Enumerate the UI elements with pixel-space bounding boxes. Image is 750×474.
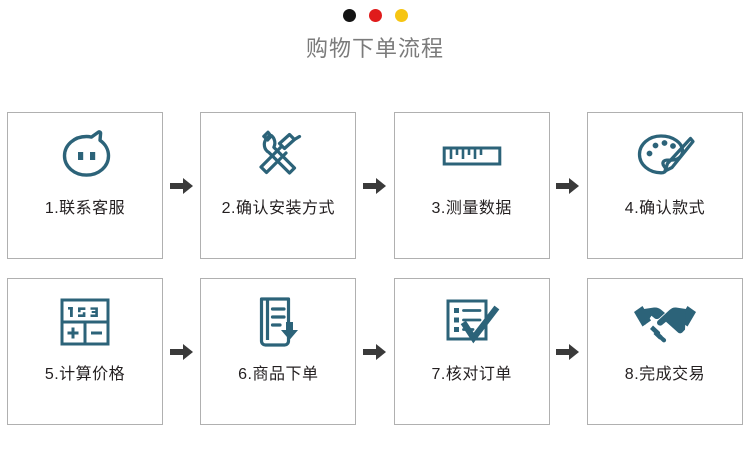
checklist-check-icon <box>395 279 549 365</box>
flow-arrow-3 <box>550 112 587 259</box>
wrench-hammer-icon <box>201 113 355 199</box>
document-download-icon <box>201 279 355 365</box>
chat-face-icon <box>8 113 162 199</box>
step-label-5: 5.计算价格 <box>44 366 126 383</box>
flow-diagram: 1.联系客服 2.确认安装方式 <box>7 112 743 444</box>
dot-indicator-group <box>0 6 750 24</box>
flow-row-2: 5.计算价格 6.商品下单 <box>7 278 743 425</box>
step-box-7[interactable]: 7.核对订单 <box>393 278 550 425</box>
handshake-icon <box>588 279 742 365</box>
step-label-1: 1.联系客服 <box>44 200 126 217</box>
step-box-2[interactable]: 2.确认安装方式 <box>200 112 357 259</box>
step-label-6: 6.商品下单 <box>238 366 319 383</box>
flow-arrow-1 <box>163 112 200 259</box>
step-box-1[interactable]: 1.联系客服 <box>7 112 163 259</box>
step-box-3[interactable]: 3.测量数据 <box>393 112 550 259</box>
flow-arrow-6 <box>550 278 587 425</box>
step-label-8: 8.完成交易 <box>624 366 706 383</box>
step-label-2: 2.确认安装方式 <box>221 200 335 217</box>
calculator-icon <box>8 279 162 365</box>
step-box-4[interactable]: 4.确认款式 <box>586 112 743 259</box>
dot-black <box>342 8 356 22</box>
dot-gold <box>394 8 408 22</box>
flow-arrow-4 <box>163 278 200 425</box>
dot-red <box>368 8 382 22</box>
flow-row-1: 1.联系客服 2.确认安装方式 <box>7 112 743 259</box>
ruler-icon <box>395 113 549 199</box>
palette-brush-icon <box>588 113 742 199</box>
step-box-5[interactable]: 5.计算价格 <box>7 278 163 425</box>
flow-arrow-2 <box>356 112 393 259</box>
flow-arrow-5 <box>356 278 393 425</box>
step-box-6[interactable]: 6.商品下单 <box>200 278 357 425</box>
page-header: 购物下单流程 <box>0 0 750 63</box>
step-box-8[interactable]: 8.完成交易 <box>586 278 743 425</box>
step-label-3: 3.测量数据 <box>431 200 512 217</box>
page-title: 购物下单流程 <box>305 36 444 61</box>
step-label-7: 7.核对订单 <box>431 366 512 383</box>
step-label-4: 4.确认款式 <box>624 200 706 217</box>
